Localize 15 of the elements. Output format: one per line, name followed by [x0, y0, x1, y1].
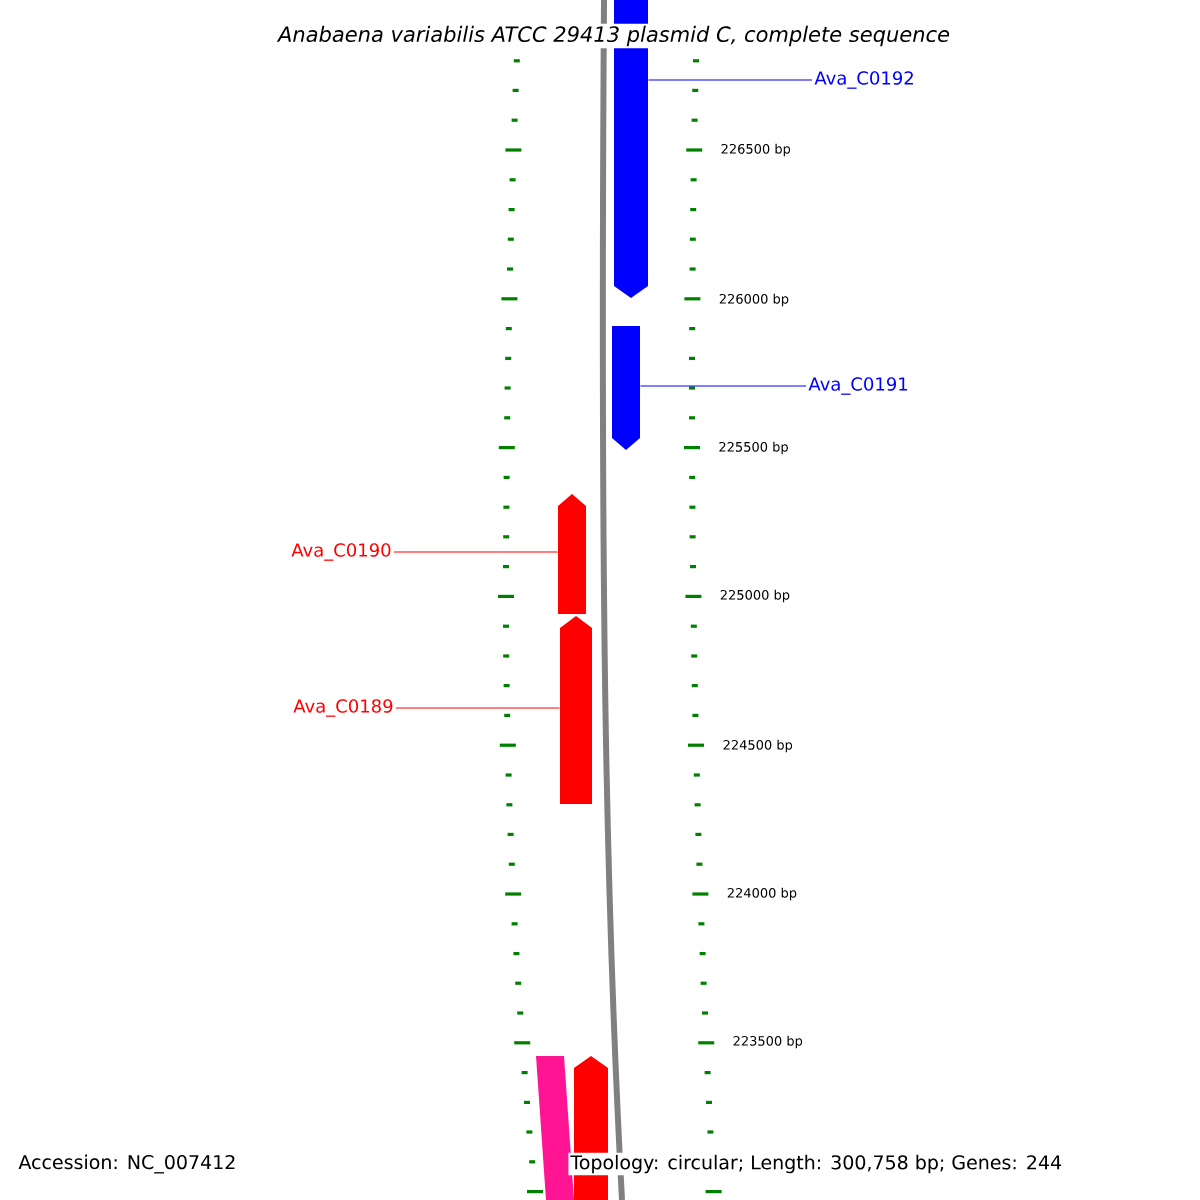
- leader-line: [395, 707, 561, 709]
- leader-line: [647, 79, 813, 81]
- accession-text: Accession: NC_007412: [18, 1154, 235, 1174]
- gene-feature: [560, 616, 592, 804]
- title: Anabaena variabilis ATCC 29413 plasmid C, complete sequence: [276, 23, 952, 49]
- gene-label: Ava_C0190: [291, 543, 391, 561]
- gene-label: Ava_C0189: [293, 699, 393, 717]
- gene-label: Ava_C0191: [808, 377, 908, 395]
- leader-line: [393, 551, 559, 553]
- gene-feature: [536, 1056, 574, 1200]
- gene-label: Ava_C0192: [814, 71, 913, 89]
- leader-line: [639, 385, 807, 387]
- gene-feature: [612, 326, 640, 450]
- gene-feature: [558, 494, 586, 614]
- summary-text: Topology: circular; Length: 300,758 bp; Genes: 244: [568, 1152, 1065, 1176]
